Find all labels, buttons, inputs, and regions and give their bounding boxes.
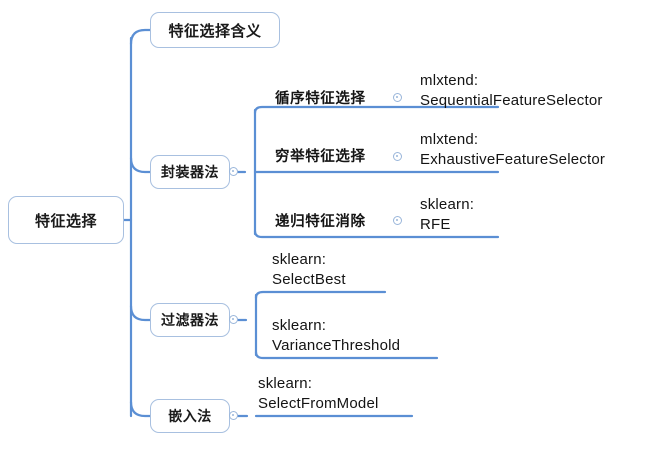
node-embedded-method[interactable]: 嵌入法	[150, 399, 230, 433]
root-node[interactable]: 特征选择	[8, 196, 124, 244]
leaf-detail-exhaustive-feature-selector[interactable]: mlxtend: ExhaustiveFeatureSelector	[420, 131, 606, 169]
filter-row-1	[254, 290, 387, 300]
node-wrapper-method[interactable]: 封装器法	[150, 155, 230, 189]
leaf-label-sequential-selection[interactable]: 循序特征选择	[275, 91, 366, 107]
branch-to-wrapper	[129, 156, 152, 174]
leaf-detail-rfe[interactable]: sklearn: RFE	[420, 196, 475, 234]
leaf-label-exhaustive-selection[interactable]: 穷举特征选择	[275, 149, 366, 165]
toggle-rfe-icon[interactable]	[393, 216, 402, 225]
node-feature-selection-meaning[interactable]: 特征选择含义	[150, 12, 280, 48]
leaf-detail-select-from-model[interactable]: sklearn: SelectFromModel	[258, 375, 379, 413]
toggle-sequential-icon[interactable]	[393, 93, 402, 102]
node-filter-method[interactable]: 过滤器法	[150, 303, 230, 337]
toggle-exhaustive-icon[interactable]	[393, 152, 402, 161]
toggle-embedded-icon[interactable]	[229, 411, 238, 420]
toggle-filter-icon[interactable]	[229, 315, 238, 324]
leaf-detail-selectbest[interactable]: sklearn: SelectBest	[272, 251, 346, 289]
branch-to-meaning	[129, 28, 152, 46]
branch-to-filter	[129, 304, 152, 322]
toggle-wrapper-icon[interactable]	[229, 167, 238, 176]
branch-to-embedded	[129, 400, 152, 418]
leaf-detail-variance-threshold[interactable]: sklearn: VarianceThreshold	[272, 317, 401, 355]
leaf-detail-sequential-feature-selector[interactable]: mlxtend: SequentialFeatureSelector	[420, 72, 603, 110]
leaf-label-recursive-elimination[interactable]: 递归特征消除	[275, 214, 366, 230]
